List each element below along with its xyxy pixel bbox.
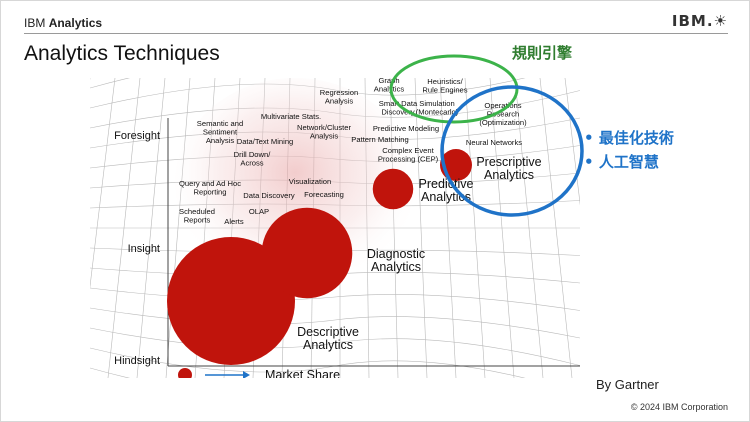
bullet-list: 最佳化技術 人工智慧 xyxy=(584,126,674,174)
source-label: By Gartner xyxy=(596,377,659,392)
technique-label: Drill Down/Across xyxy=(234,150,272,167)
technique-label: Heuristics/Rule Engines xyxy=(422,78,467,94)
bullet-ai: 人工智慧 xyxy=(584,150,674,174)
grid-line xyxy=(107,78,141,378)
legend-arrow-head xyxy=(243,371,250,378)
bubble-descriptive xyxy=(167,237,295,365)
copyright: © 2024 IBM Corporation xyxy=(630,402,728,412)
brand-name: Analytics xyxy=(48,16,103,30)
category-bubbles xyxy=(167,149,472,365)
y-label-insight: Insight xyxy=(128,243,160,255)
grid-line xyxy=(90,78,116,289)
ibm-logo-icon: IBM.☀ xyxy=(672,12,728,30)
brand-prefix: IBM xyxy=(24,16,46,30)
bubble-diagnostic xyxy=(261,207,353,299)
technique-label: Neural Networks xyxy=(466,138,522,147)
y-label-foresight: Foresight xyxy=(114,130,160,142)
bulb-icon: ☀ xyxy=(713,12,728,30)
bullet-optimization: 最佳化技術 xyxy=(584,126,674,150)
grid-line xyxy=(90,327,580,366)
grid-line xyxy=(165,78,191,378)
technique-label: Simulation(Montecarlo) xyxy=(416,99,459,116)
grid-line xyxy=(136,78,166,378)
y-label-hindsight: Hindsight xyxy=(114,355,160,367)
slide-title: Analytics Techniques xyxy=(24,42,220,65)
apple-background-image xyxy=(175,78,415,288)
legend-label: Market Share xyxy=(265,368,340,378)
technique-label: Predictive Modeling xyxy=(373,124,439,133)
technique-label: Multivariate Stats. xyxy=(261,112,321,121)
rules-engine-note: 規則引擎 xyxy=(512,44,573,62)
technique-label: Data/Text Mining xyxy=(237,137,294,146)
technique-label: Alerts xyxy=(224,217,244,226)
legend-bubble xyxy=(178,368,192,378)
technique-label: Pattern Matching xyxy=(351,135,408,144)
legend: Market Share xyxy=(178,368,340,378)
header-divider xyxy=(24,33,728,34)
bubble-predictive xyxy=(372,168,414,210)
ibm-logo-text: IBM. xyxy=(671,12,714,30)
technique-label: Visualization xyxy=(289,177,332,186)
technique-label: Forecasting xyxy=(304,190,344,199)
grid-line xyxy=(90,287,580,311)
technique-label: OLAP xyxy=(249,207,269,216)
technique-label: Data Discovery xyxy=(243,191,295,200)
brand-label: IBM Analytics xyxy=(24,16,102,30)
